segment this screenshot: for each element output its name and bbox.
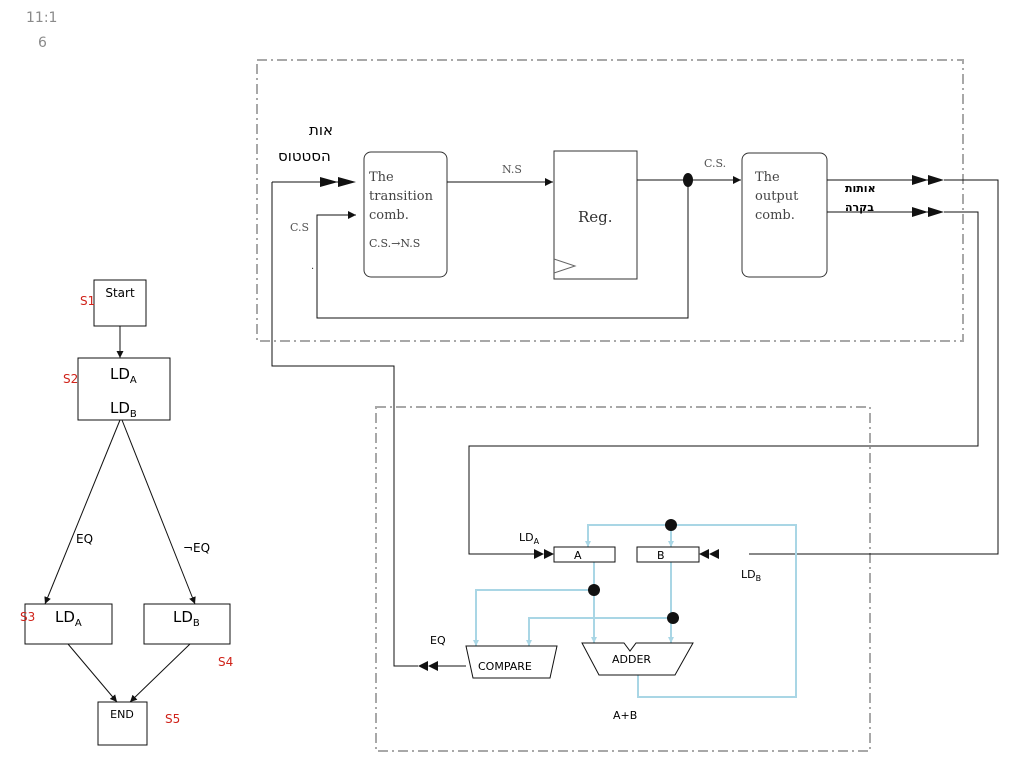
state-s4-label: LDB [173, 608, 200, 629]
state-end-label: END [110, 708, 134, 721]
bus-a-compare [473, 589, 594, 646]
edge-s2-s3 [44, 419, 121, 605]
edge-s2-s4 [121, 419, 196, 605]
transition-text-1: The [369, 170, 394, 185]
transition-text-3: comb. [369, 208, 409, 223]
control-out-arrow-1 [912, 175, 944, 185]
clock-line-1: 11:1 [26, 10, 57, 26]
reg-box [553, 150, 638, 280]
control-out-arrow-2 [912, 207, 944, 217]
edge-s4-end [129, 643, 191, 703]
state-label-s4: S4 [218, 655, 233, 669]
state-s3-label: LDA [55, 608, 82, 629]
state-s2-box [77, 357, 171, 421]
datapath: A LDA B LDB COMPARE EQ ADDER A+B [271, 179, 999, 752]
ld-a-arrow [534, 549, 554, 559]
bus-junction-top [665, 519, 677, 531]
cs-feedback-wire [316, 180, 689, 319]
bus-b-compare [526, 617, 671, 646]
output-text-2: output [755, 189, 799, 204]
state-s4-box [143, 603, 231, 645]
control-signals-label-1: אותות [845, 182, 876, 195]
eq-double-arrow [418, 661, 438, 671]
control-unit-boundary [256, 59, 964, 342]
output-text-3: comb. [755, 208, 795, 223]
bus-junction-a [588, 584, 600, 596]
state-start-box [93, 279, 147, 327]
stray-dot: . [311, 261, 314, 272]
adder-label: ADDER [612, 653, 651, 666]
status-signal-label-2: הסטטוס [278, 147, 331, 165]
datapath-boundary [375, 406, 871, 752]
bus-feedback [637, 524, 797, 698]
edge-neq-label: ¬EQ [183, 541, 210, 555]
output-text-1: The [755, 170, 780, 185]
bus-a-input [585, 524, 671, 547]
bus-junction-b [667, 612, 679, 624]
control-unit: אות הסטטוס The transition comb. C.S.→N.S… [256, 59, 964, 342]
cs-junction-dot [683, 173, 693, 187]
eq-status-wire [271, 182, 418, 667]
edge-s3-end [67, 643, 118, 703]
sum-label: A+B [613, 709, 637, 722]
edge-eq-label: EQ [76, 532, 93, 546]
transition-comb-box [363, 151, 448, 278]
eq-label: EQ [430, 634, 446, 647]
status-double-arrow [320, 177, 356, 187]
ns-label: N.S [502, 163, 522, 176]
ld-b-arrow [699, 549, 719, 559]
ld-a-label: LDA [519, 531, 540, 546]
compare-label: COMPARE [478, 660, 532, 673]
compare-unit [465, 645, 558, 679]
state-label-s5: S5 [165, 712, 180, 726]
state-start-label: Start [105, 286, 135, 300]
register-a [553, 546, 616, 563]
state-label-s2: S2 [63, 372, 78, 386]
reg-clock-symbol [553, 258, 577, 274]
cs-feedback-label: C.S [290, 221, 309, 234]
state-s3-box [24, 603, 113, 645]
output-comb-box [741, 152, 828, 278]
control-signals-label-2: בקרה [845, 201, 874, 214]
state-s2-bottom-label: LDB [110, 399, 137, 420]
register-b [636, 546, 700, 563]
transition-text-4: C.S.→N.S [369, 237, 420, 250]
ld-b-control-wire [468, 211, 979, 555]
transition-text-2: transition [369, 189, 434, 204]
state-label-s1: S1 [80, 294, 95, 308]
ld-b-label: LDB [741, 568, 761, 583]
fsm-chart: Start LDA LDB EQ ¬EQ LDA LDB END S1 S2 S… [20, 279, 233, 746]
state-s2-top-label: LDA [110, 365, 137, 386]
state-end-box [97, 701, 148, 746]
status-signal-label-1: אות [309, 121, 333, 139]
clock-line-2: 6 [38, 35, 47, 51]
reg-label: Reg. [578, 208, 613, 226]
cs-out-label: C.S. [704, 157, 726, 170]
ld-a-control-wire [749, 179, 999, 555]
state-label-s3: S3 [20, 610, 35, 624]
adder-unit [581, 642, 694, 676]
register-a-label: A [574, 549, 582, 562]
register-b-label: B [657, 549, 665, 562]
data-buses [473, 524, 797, 698]
